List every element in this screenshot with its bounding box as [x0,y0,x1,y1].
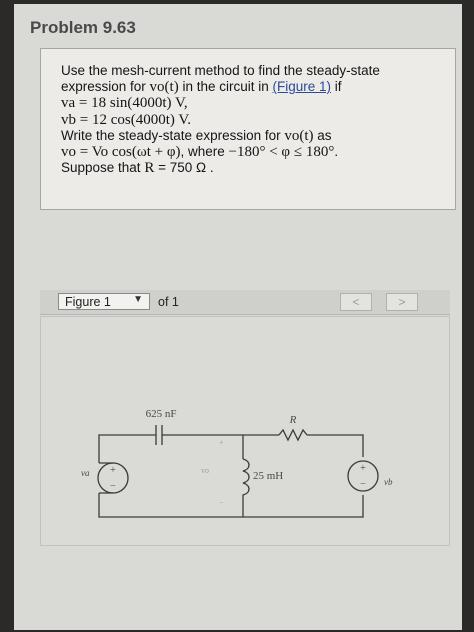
previous-figure-button[interactable]: < [340,293,372,311]
source-b-plus: + [360,463,366,474]
text-fragment: = 750 Ω . [154,160,214,176]
source-b-label: vb [384,477,393,487]
figure-select[interactable]: Figure 1 ▼ [58,293,150,310]
inductor-label: 25 mH [253,470,283,482]
next-figure-button[interactable]: > [386,293,418,311]
text-fragment: . [334,144,339,160]
chevron-down-icon: ▼ [133,294,143,305]
figure-1-link[interactable]: (Figure 1) [272,79,332,95]
vo-plus-sign: + [219,438,224,447]
statement-line-6: vo = Vo cos(ωt + φ), where −180° < φ ≤ 1… [61,144,447,160]
figure-navigation-bar: Figure 1 ▼ of 1 < > [40,290,450,315]
source-a-minus: − [110,481,116,492]
figure-count: of 1 [158,295,179,309]
wire-top-right [307,434,364,457]
capacitor-label: 625 nF [146,408,177,420]
vo-expression: vo(t) [284,127,314,144]
figure-select-value: Figure 1 [65,295,111,309]
statement-line-7: Suppose that R = 750 Ω . [61,160,447,176]
problem-page: Problem 9.63 Use the mesh-current method… [14,4,462,630]
vo-node-label: vo [201,466,209,475]
vb-equation: vb = 12 cos(4000t) V. [61,111,191,128]
phase-range: −180° < φ ≤ 180° [228,144,335,161]
source-a-label: va [81,468,90,478]
resistor-label: R [289,414,297,426]
statement-line-2: expression for vo(t) in the circuit in (… [61,79,447,95]
text-fragment: if [331,79,342,95]
vo-minus-sign: − [219,498,224,507]
r-symbol: R [144,160,155,177]
circuit-figure: 625 nF R 25 mH va vb vo + − + − + − [40,316,450,546]
vo-form-equation: vo = Vo cos(ωt + φ) [61,144,181,161]
text-fragment: as [313,127,332,143]
inductor [242,458,250,517]
source-a-plus: + [110,465,116,476]
text-fragment: , where [180,144,229,160]
statement-line-1: Use the mesh-current method to find the … [61,63,380,78]
problem-statement-box: Use the mesh-current method to find the … [40,48,456,210]
resistor [278,428,308,442]
problem-statement: Use the mesh-current method to find the … [61,63,447,176]
va-equation: va = 18 sin(4000t) V, [61,95,188,112]
chevron-right-icon: > [398,295,406,309]
text-fragment: Suppose that [61,160,145,176]
problem-title: Problem 9.63 [30,18,136,37]
statement-line-5: Write the steady-state expression for vo… [61,128,447,144]
text-fragment: expression for [61,79,150,95]
vo-expression: vo(t) [149,79,179,96]
chevron-left-icon: < [352,295,360,309]
text-fragment: in the circuit in [178,79,273,95]
voltage-source-b [347,460,379,492]
source-b-minus: − [360,479,366,490]
capacitor [146,425,243,445]
wire-top-left [98,434,146,463]
circuit-diagram: 625 nF R 25 mH va vb vo + − + − + − [81,408,393,518]
wire-bottom [98,493,364,518]
text-fragment: Write the steady-state expression for [61,127,285,143]
